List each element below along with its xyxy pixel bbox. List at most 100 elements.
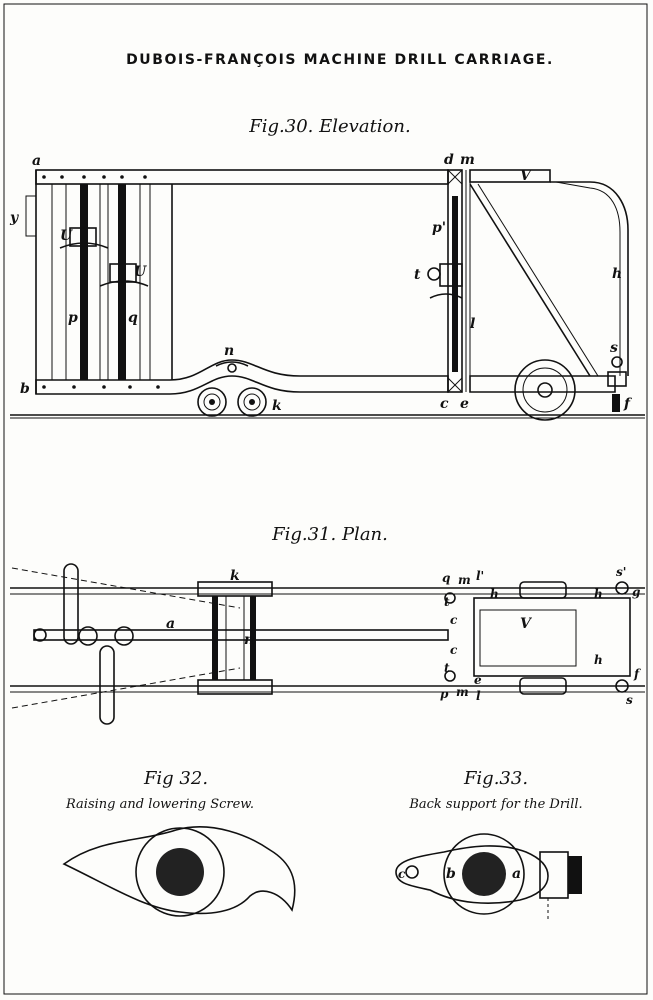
fig32-boss xyxy=(135,827,225,917)
fig33-boss xyxy=(443,833,525,915)
fig30-label-t: t xyxy=(414,267,421,283)
fig33-arm xyxy=(539,851,569,899)
fig31-axle-1 xyxy=(212,596,218,680)
fig30-label-u1: U xyxy=(60,228,73,244)
fig30-bottom-beam xyxy=(35,359,449,395)
fig30-small-wheel-1 xyxy=(197,387,227,417)
fig33-label-c: c xyxy=(398,867,406,881)
fig30-screw-f xyxy=(612,394,620,412)
fig33-hole-c xyxy=(405,865,419,879)
fig30-label-q: q xyxy=(128,310,138,326)
fig30-small-wheel-2 xyxy=(237,387,267,417)
fig30-elevation: a b y U U p q n k d m p' t l c e V h s f xyxy=(9,152,645,421)
fig30-label-m: m xyxy=(460,152,475,168)
fig31-dashed-guide-bottom xyxy=(11,667,241,709)
fig30-clamp-u1 xyxy=(69,227,97,247)
fig30-diagonal-brace-2 xyxy=(477,183,599,377)
fig30-support-s xyxy=(611,356,623,368)
fig31-truck-frame xyxy=(225,595,245,681)
plate-border xyxy=(3,3,648,995)
fig30-label-c: c xyxy=(440,396,449,412)
fig30-label-n: n xyxy=(224,343,234,359)
fig30-clamp-t-knob xyxy=(427,267,441,281)
fig30-label-f: f xyxy=(623,396,633,412)
fig31-heading: Fig.31. Plan. xyxy=(271,524,388,545)
fig30-label-u2: U xyxy=(134,264,147,280)
fig30-heading: Fig.30. Elevation. xyxy=(248,116,410,137)
fig30-label-p: p xyxy=(68,310,78,326)
fig31-clamp-t-bottom xyxy=(444,670,456,682)
fig31-lever-1 xyxy=(63,563,79,645)
fig30-small-wheel-1-hub xyxy=(209,399,215,405)
fig30-rivet xyxy=(156,385,160,389)
fig31-label-v: V xyxy=(520,616,533,632)
fig30-label-s: s xyxy=(610,340,618,356)
fig33-support-outline xyxy=(395,845,549,904)
fig30-frame-h-inner xyxy=(555,181,621,376)
fig33-label-b: b xyxy=(446,866,456,882)
fig31-label-g: g xyxy=(632,585,640,599)
fig33-drill-section xyxy=(462,852,506,896)
fig31-label-m-bot: m xyxy=(456,685,469,699)
fig30-rivet xyxy=(60,175,64,179)
fig31-wheel-bottom xyxy=(519,677,567,695)
fig30-post-cross xyxy=(447,169,463,185)
plate-title: DUBOIS-FRANÇOIS MACHINE DRILL CARRIAGE. xyxy=(126,52,554,68)
fig30-pivot-n xyxy=(215,361,249,367)
fig31-label-h3: h xyxy=(594,653,603,667)
fig31-lever-2 xyxy=(99,645,115,725)
fig30-label-b: b xyxy=(20,381,30,397)
fig31-support-s xyxy=(615,679,629,693)
fig32-nut-outline xyxy=(62,826,296,915)
fig30-small-wheel-2-rim xyxy=(243,393,261,411)
fig31-pivot-1 xyxy=(78,626,98,646)
fig32-heading: Fig 32. xyxy=(143,768,208,789)
fig30-screw-p-prime xyxy=(452,196,458,372)
fig31-clamp-t-top xyxy=(444,592,456,604)
fig31-label-k: k xyxy=(230,568,240,584)
fig31-label-h2: h xyxy=(594,587,603,601)
fig30-rivet xyxy=(82,175,86,179)
fig30-frame-h xyxy=(550,181,629,376)
fig31-label-l-prime: l' xyxy=(476,569,484,583)
fig33-back-support: c b a xyxy=(395,833,582,920)
fig30-screw-p xyxy=(80,184,88,380)
fig31-label-s: s xyxy=(626,693,633,707)
fig30-label-e: e xyxy=(460,396,469,412)
fig30-pivot-n-bolt xyxy=(227,363,237,373)
fig30-top-right-beam xyxy=(469,169,551,183)
fig30-rivet xyxy=(128,385,132,389)
fig30-label-a: a xyxy=(32,153,41,169)
fig30-rivet xyxy=(120,175,124,179)
fig30-clamp-u2 xyxy=(109,263,137,283)
fig31-label-a: a xyxy=(166,616,175,632)
fig30-label-p-prime: p' xyxy=(432,220,446,236)
fig30-label-y: y xyxy=(9,210,19,226)
fig30-rivet xyxy=(102,385,106,389)
fig31-label-q: q xyxy=(442,571,450,585)
fig31-label-t-bot: t xyxy=(444,661,450,675)
fig30-rivet xyxy=(143,175,147,179)
fig31-label-e: e xyxy=(474,673,482,687)
fig32-screw-section xyxy=(156,848,204,896)
fig31-dashed-guide-top xyxy=(11,567,241,609)
fig31-wheel-top xyxy=(519,581,567,599)
fig30-label-d: d xyxy=(444,152,454,168)
fig30-rivet xyxy=(42,385,46,389)
fig30-support-block xyxy=(607,371,627,387)
fig31-label-c2: c xyxy=(450,643,458,657)
fig30-big-wheel-rim xyxy=(522,367,568,413)
fig30-rivet xyxy=(42,175,46,179)
fig33-label-a: a xyxy=(512,866,521,882)
fig30-label-v: V xyxy=(520,168,533,184)
fig33-heading: Fig.33. xyxy=(463,768,528,789)
fig30-top-beam xyxy=(35,169,449,185)
fig30-clamp-u1-arm xyxy=(59,242,109,249)
fig31-label-m-top: m xyxy=(458,573,471,587)
fig30-diagonal-brace xyxy=(469,183,591,377)
fig31-axle-2 xyxy=(250,596,256,680)
fig33-thread xyxy=(568,856,582,894)
fig30-clamp-u2-arm xyxy=(99,280,149,287)
